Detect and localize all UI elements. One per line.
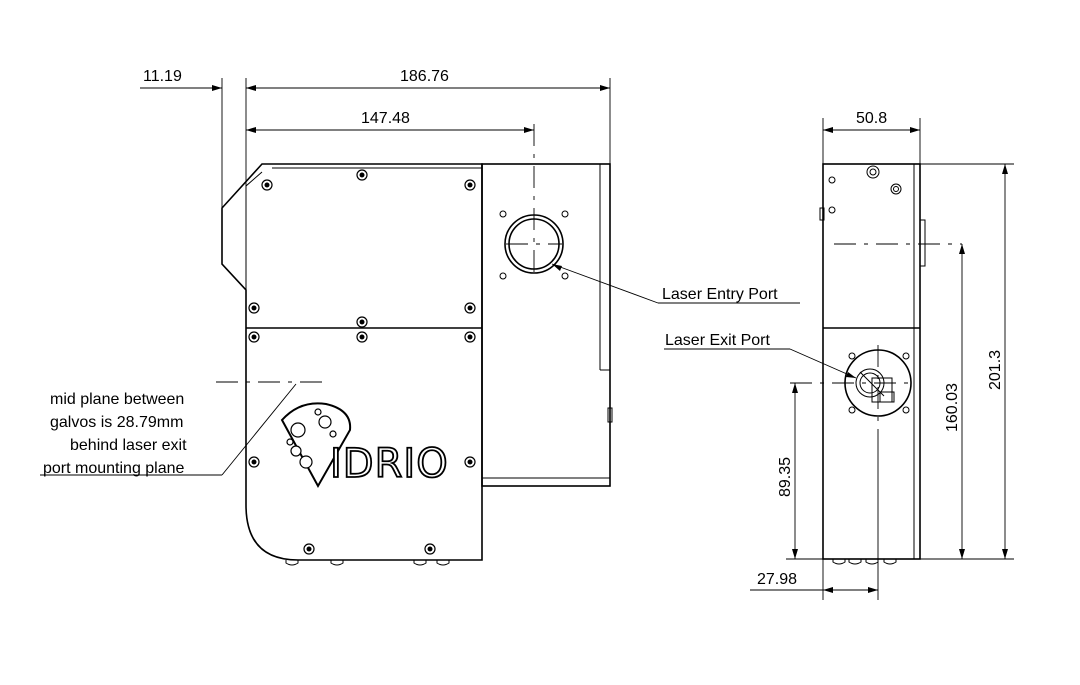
screw-icon	[261, 179, 273, 191]
screw-icon	[303, 543, 315, 555]
logo-bubbles-icon	[286, 408, 337, 469]
callout-mid-plane: mid plane between galvos is 28.79mm behi…	[40, 381, 326, 477]
screw-icon	[464, 456, 476, 468]
dim-147-48: 147.48	[246, 110, 534, 133]
screw-icon	[356, 316, 368, 328]
side-holes	[828, 165, 910, 414]
dim-text-160-03: 160.03	[944, 383, 961, 432]
mid-plane-line-2: galvos is 28.79mm	[50, 414, 183, 431]
dim-text-147-48: 147.48	[361, 110, 410, 127]
dim-201-3: 201.3	[920, 163, 1014, 560]
side-view	[790, 163, 962, 565]
dim-27-98: 27.98	[750, 440, 879, 600]
screw-icon	[356, 169, 368, 181]
screw-icon	[248, 331, 260, 343]
front-chamfer-edge	[245, 171, 263, 290]
side-tab-upper	[919, 219, 926, 267]
label-laser-exit-port: Laser Exit Port	[665, 332, 770, 349]
logo-wordmark: IDRIO	[330, 441, 449, 487]
side-housing-outline	[822, 163, 921, 560]
dim-89-35: 89.35	[777, 383, 823, 560]
entry-port-bolt-holes	[499, 210, 569, 280]
screw-icon	[248, 456, 260, 468]
dim-text-89-35: 89.35	[777, 457, 794, 497]
screw-icon	[248, 302, 260, 314]
callout-laser-exit-port: Laser Exit Port	[664, 332, 857, 379]
dim-text-186-76: 186.76	[400, 68, 449, 85]
front-view: IDRIO	[221, 124, 613, 566]
dim-text-50-8: 50.8	[856, 110, 887, 127]
dim-text-201-3: 201.3	[987, 350, 1004, 390]
dim-160-03: 160.03	[944, 244, 965, 559]
mid-plane-line-1: mid plane between	[50, 391, 184, 408]
dim-50-8: 50.8	[822, 110, 921, 164]
screw-icon	[356, 331, 368, 343]
side-tab-left	[819, 207, 825, 221]
dim-11-19: 11.19	[140, 68, 247, 208]
vidrio-logo: IDRIO	[280, 402, 449, 489]
entry-plate	[481, 163, 611, 487]
callout-laser-entry-port: Laser Entry Port	[551, 263, 800, 304]
front-housing-outline	[221, 163, 483, 561]
screw-icon	[464, 331, 476, 343]
mid-plane-line-3: behind laser exit	[70, 437, 187, 454]
mid-plane-line-4: port mounting plane	[43, 460, 185, 477]
label-laser-entry-port: Laser Entry Port	[662, 286, 778, 303]
entry-plate-clip	[607, 407, 613, 423]
front-feet	[285, 560, 450, 566]
dim-186-76: 186.76	[246, 68, 611, 164]
dim-text-11-19: 11.19	[143, 68, 182, 85]
front-screws	[248, 169, 476, 555]
screw-icon	[464, 179, 476, 191]
screw-icon	[464, 302, 476, 314]
dim-text-27-98: 27.98	[757, 571, 797, 588]
screw-icon	[424, 543, 436, 555]
